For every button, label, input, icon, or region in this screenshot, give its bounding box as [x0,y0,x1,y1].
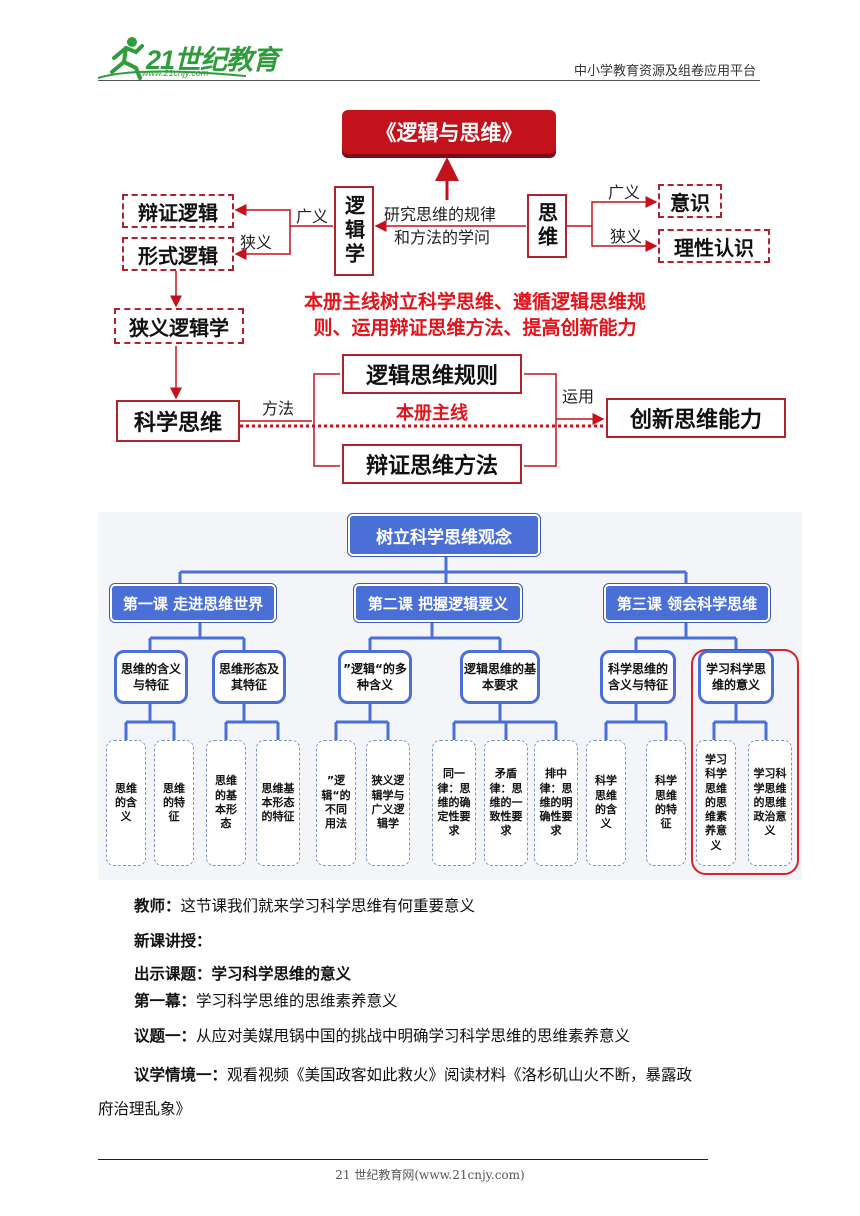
scientific-thinking-box: 科学思维 [116,400,240,442]
broad-label-left: 广义 [296,207,329,226]
broad-label-right: 广义 [608,183,641,202]
logic-box: 逻辑学 [334,186,374,276]
context1-continuation: 府治理乱象》 [98,1097,191,1119]
leaf-logic-usages: ”逻辑“的不同用法 [316,740,356,866]
thinking-box: 思维 [527,194,567,258]
topic-learning-significance: 学习科学思维的意义 [698,650,774,704]
root-concept-box: 树立科学思维观念 [348,514,540,556]
formal-logic-box: 形式逻辑 [122,237,234,271]
new-lesson-line: 新课讲授： [134,929,212,951]
topic-logic-requirements: 逻辑思维的基本要求 [460,650,540,704]
leaf-literacy-significance: 学习科学思维的思维素养意义 [696,740,736,866]
leaf-thinking-meaning: 思维的含义 [106,740,146,866]
mainline-text-line1: 本册主线树立科学思维、遵循逻辑思维规 [303,291,646,313]
leaf-thinking-features: 思维的特征 [154,740,194,866]
context1-line: 议学情境一：观看视频《美国政客如此救火》阅读材料《洛杉矶山火不断，暴露政 [134,1063,692,1085]
lesson-2-box: 第二课 把握逻辑要义 [354,584,522,622]
topic-thinking-forms: 思维形态及其特征 [212,650,286,704]
consciousness-box: 意识 [658,184,722,218]
innovation-ability-box: 创新思维能力 [606,398,786,438]
dialectical-logic-box: 辩证逻辑 [122,194,234,228]
topic-scientific-meaning: 科学思维的含义与特征 [600,650,676,704]
footer-divider [98,1159,708,1160]
topic-logic-meanings: ”逻辑“的多种含义 [338,650,412,704]
diagram1-connectors [170,157,658,467]
logo-url: www.21cnjy.com [142,68,209,78]
rational-cognition-box: 理性认识 [658,229,770,263]
lesson-1-box: 第一课 走进思维世界 [110,584,276,622]
dialectical-methods-box: 辩证思维方法 [342,444,522,484]
diagram2-connectors [124,556,799,875]
context1-text: 观看视频《美国政客如此救火》阅读材料《洛杉矶山火不断，暴露政 [227,1066,693,1084]
teacher-line: 教师：这节课我们就来学习科学思维有何重要意义 [134,894,475,916]
lesson-3-box: 第三课 领会科学思维 [604,584,770,622]
header-divider [98,80,760,81]
method-label: 方法 [262,399,295,418]
teacher-text: 这节课我们就来学习科学思维有何重要意义 [180,897,476,915]
context1-label: 议学情境一： [134,1066,228,1084]
narrow-label-left: 狭义 [240,233,273,252]
logic-definition-line1: 研究思维的规律 [384,205,497,224]
leaf-law-of-excluded-middle: 排中律：思维的明确性要求 [534,740,578,866]
leaf-law-of-contradiction: 矛盾律：思维的一致性要求 [484,740,528,866]
scene1-text: 学习科学思维的思维素养意义 [196,992,398,1010]
narrow-label-right: 狭义 [610,227,643,246]
leaf-law-of-identity: 同一律：思维的确定性要求 [432,740,476,866]
logic-definition-line2: 和方法的学问 [394,228,491,247]
leaf-scientific-meaning: 科学思维的含义 [586,740,626,866]
scene1-label: 第一幕： [134,992,197,1010]
scene1-line: 第一幕：学习科学思维的思维素养意义 [134,989,398,1011]
leaf-forms-features: 思维基本形态的特征 [256,740,300,866]
topic-thinking-meaning: 思维的含义与特征 [114,650,188,704]
mainline-text-line2: 则、运用辩证思维方法、提高创新能力 [313,317,637,339]
new-lesson-label: 新课讲授： [134,932,212,950]
runner-logo-icon [97,37,247,80]
topic-text: 出示课题：学习科学思维的意义 [134,965,352,983]
header-platform-text: 中小学教育资源及组卷应用平台 [573,64,756,79]
leaf-scientific-features: 科学思维的特征 [646,740,686,866]
leaf-basic-forms: 思维的基本形态 [206,740,246,866]
teacher-label: 教师： [134,897,181,915]
apply-label: 运用 [562,387,595,406]
leaf-political-significance: 学习科学思维的思维政治意义 [748,740,792,866]
narrow-logic-box: 狭义逻辑学 [114,308,244,344]
topic-line: 出示课题：学习科学思维的意义 [134,962,351,984]
footer-link[interactable]: 21 世纪教育网(www.21cnjy.com) [335,1168,525,1182]
context1-cont-text: 府治理乱象》 [98,1100,192,1118]
issue1-label: 议题一： [134,1027,197,1045]
issue1-line: 议题一：从应对美媒甩锅中国的挑战中明确学习科学思维的思维素养意义 [134,1024,630,1046]
book-mainline-label: 本册主线 [396,403,468,424]
logo-title: 21世纪教育 [146,45,279,75]
logic-rules-box: 逻辑思维规则 [342,354,522,394]
issue1-text: 从应对美媒甩锅中国的挑战中明确学习科学思维的思维素养意义 [196,1027,631,1045]
leaf-narrow-broad-logic: 狭义逻辑学与广义逻辑学 [366,740,410,866]
book-title-box: 《逻辑与思维》 [342,110,556,154]
